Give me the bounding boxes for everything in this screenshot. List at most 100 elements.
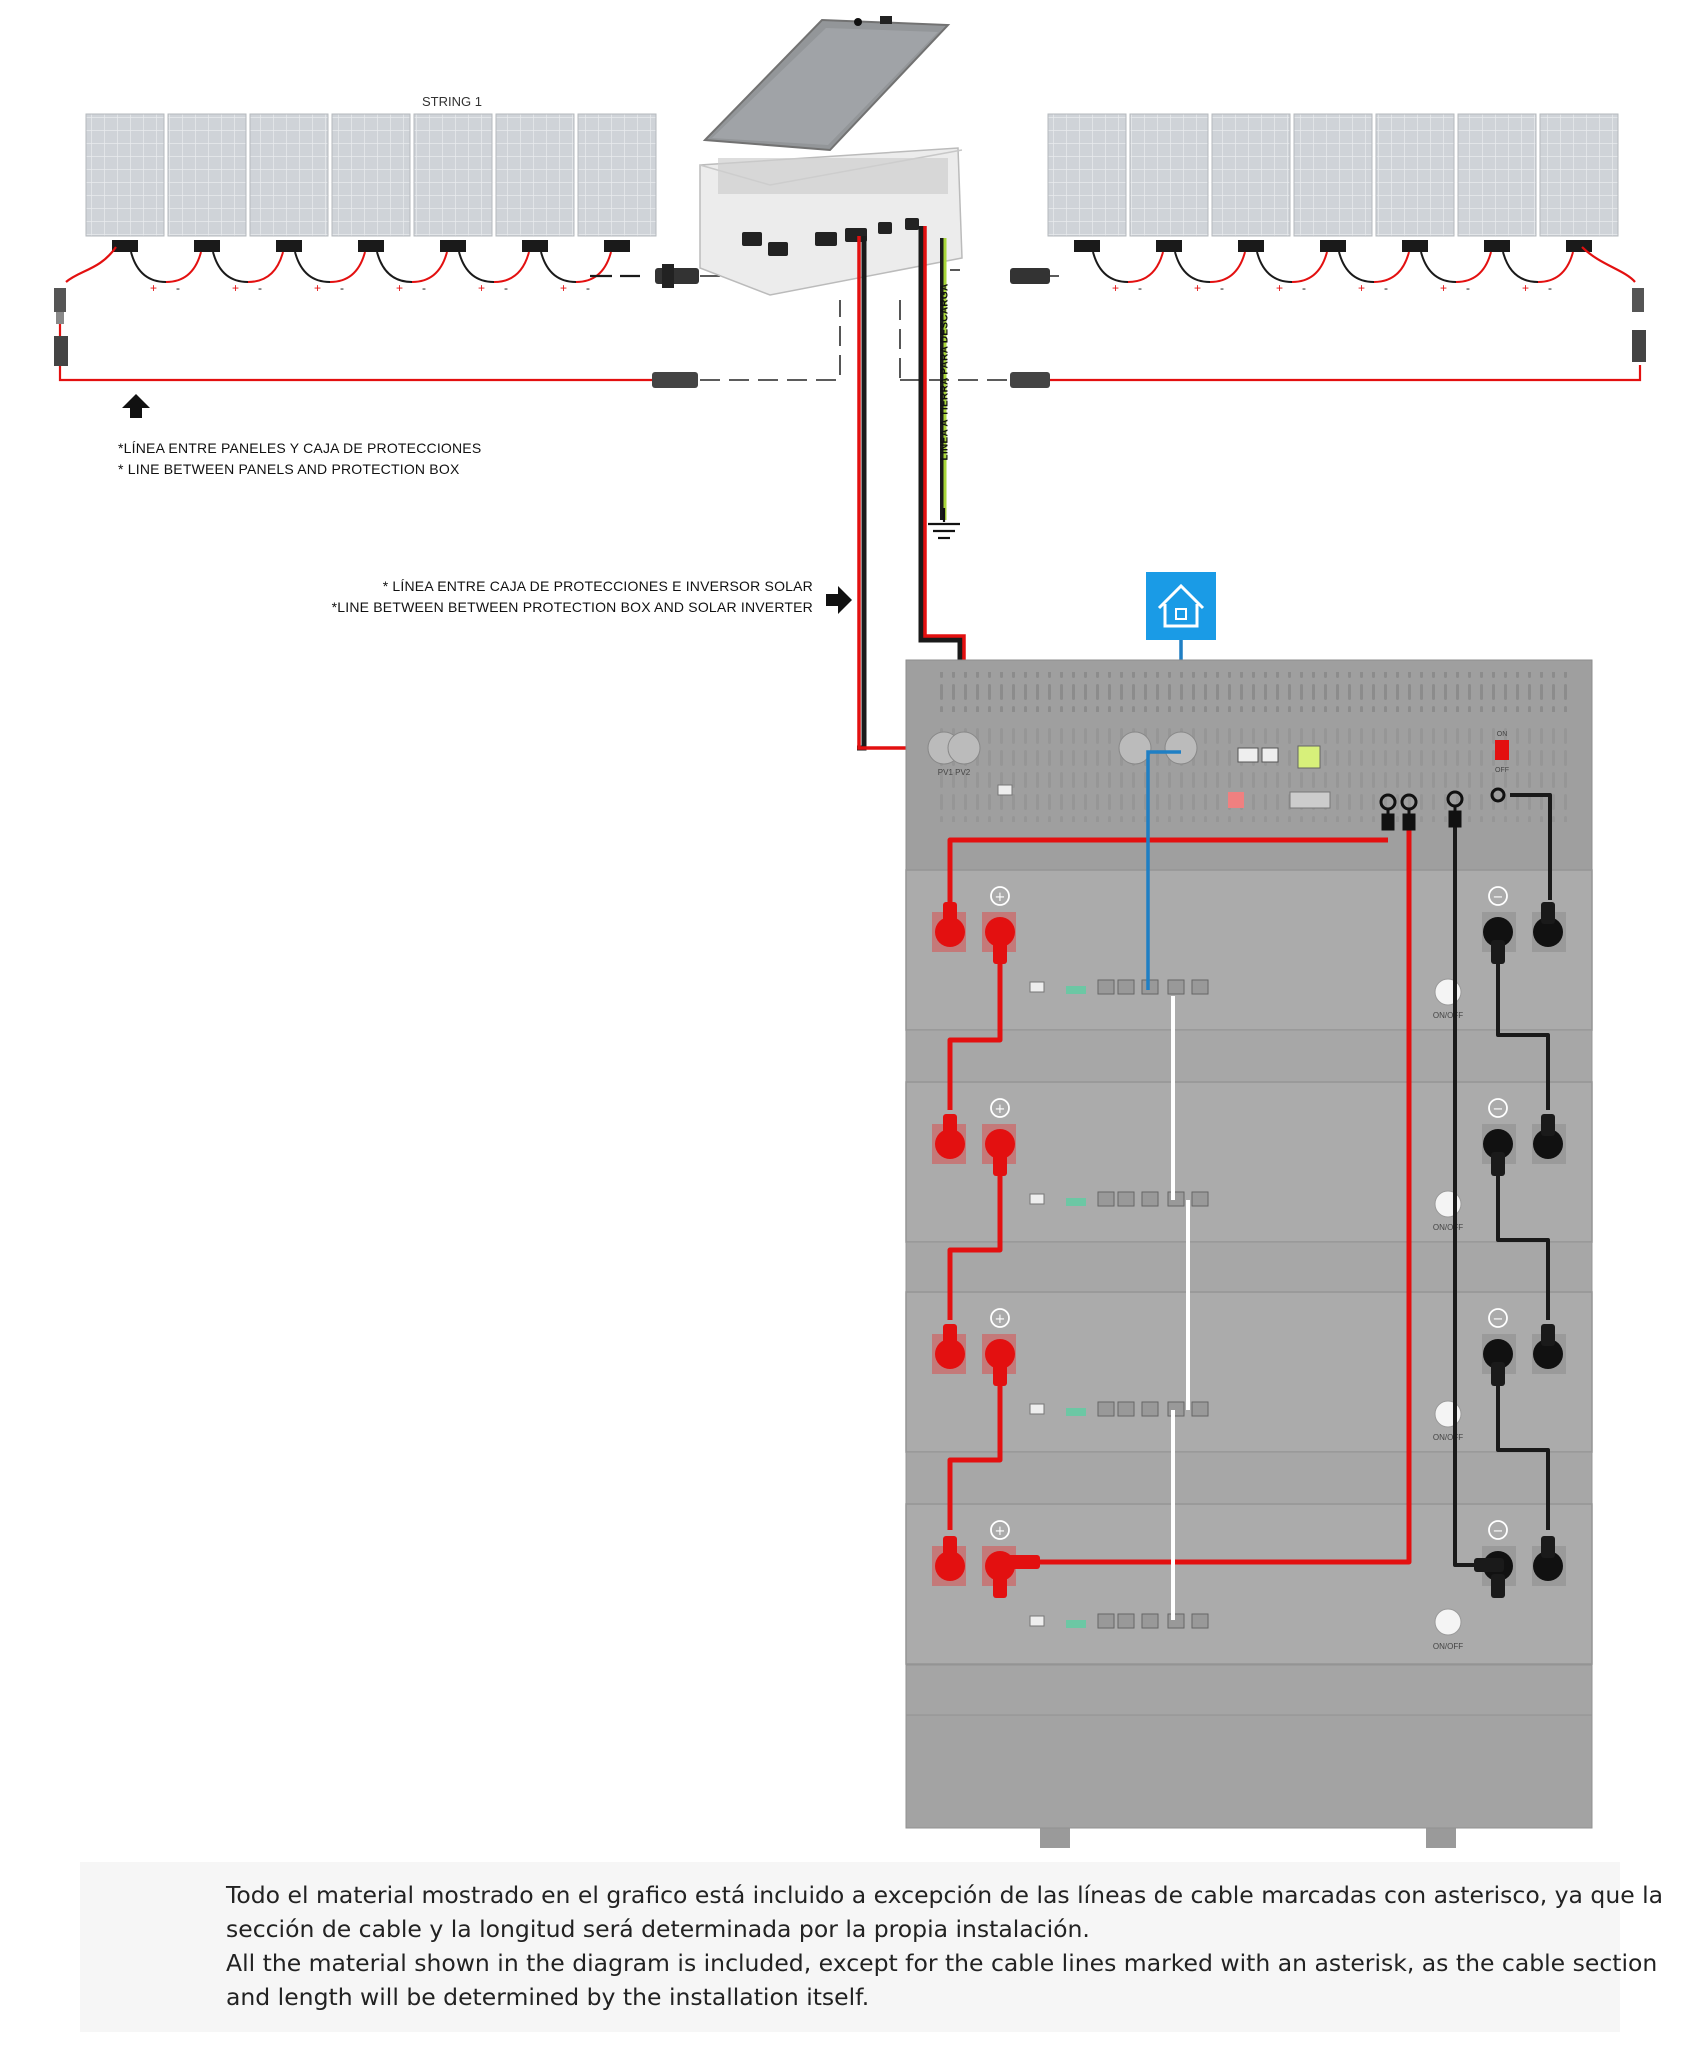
dc-switch: ON OFF xyxy=(1495,731,1509,774)
solar-panel xyxy=(577,113,657,237)
ground-line-label: LINEA A TIERRA PARA DESCARGA xyxy=(939,283,951,461)
onoff-label: ON/OFF xyxy=(1433,1642,1463,1651)
battery-module: ON/OFF+− xyxy=(905,1291,1593,1505)
negative-terminal xyxy=(1533,1551,1563,1581)
panel-link xyxy=(247,251,284,283)
onoff-label: ON/OFF xyxy=(1433,1433,1463,1442)
panel-link xyxy=(1092,251,1129,283)
comm-cable-stack xyxy=(1146,750,1190,1620)
string-label: STRING 1 xyxy=(422,94,482,109)
home-icon xyxy=(1146,572,1216,640)
solar-panel xyxy=(413,113,493,237)
junction-box xyxy=(522,240,548,252)
panel-link xyxy=(575,251,612,283)
polarity-minus: - xyxy=(340,281,344,295)
onoff-button xyxy=(1434,978,1462,1006)
junction-box xyxy=(1156,240,1182,252)
solar-panel xyxy=(1375,113,1455,237)
polarity-plus: + xyxy=(396,281,403,295)
solar-panel xyxy=(331,113,411,237)
polarity-minus: - xyxy=(422,281,426,295)
box-to-inverter-annotation: * LÍNEA ENTRE CAJA DE PROTECCIONES E INV… xyxy=(332,576,813,618)
battery-cabinet: PV1 PV2 ON OFF ON/OFF+−ON/OFF+−ON/OFF+−O… xyxy=(905,659,1593,1848)
ground-icon xyxy=(928,508,960,540)
positive-terminal xyxy=(985,1339,1015,1369)
negative-terminal xyxy=(1533,1339,1563,1369)
negative-lead xyxy=(1474,1558,1504,1572)
solar-panel xyxy=(1293,113,1373,237)
negative-terminal xyxy=(1483,1129,1513,1159)
polarity-minus: - xyxy=(176,281,180,295)
junction-box xyxy=(1074,240,1100,252)
panel-link xyxy=(411,251,448,283)
panel-link xyxy=(212,251,249,283)
junction-box xyxy=(440,240,466,252)
plus-symbol-text: + xyxy=(995,1102,1006,1117)
battery-module: ON/OFF+− xyxy=(905,1081,1593,1295)
junction-box xyxy=(604,240,630,252)
panel-link xyxy=(1373,251,1410,283)
polarity-minus: - xyxy=(586,281,590,295)
mc4-connector-rbox-bottom xyxy=(1010,372,1050,388)
panel-link xyxy=(1502,251,1539,283)
solar-panel xyxy=(495,113,575,237)
pv-label: PV1 PV2 xyxy=(938,768,971,777)
bus-lugs xyxy=(1379,787,1506,831)
battery-terminals xyxy=(932,902,1566,964)
junction-box xyxy=(1320,240,1346,252)
battery-terminals xyxy=(932,1324,1566,1386)
mc4-connector-right-top xyxy=(1632,288,1644,312)
junction-box xyxy=(1484,240,1510,252)
panel-link xyxy=(294,251,331,283)
solar-panel xyxy=(1211,113,1291,237)
minus-symbol-text: − xyxy=(1493,1312,1504,1327)
solar-panel xyxy=(1129,113,1209,237)
onoff-button xyxy=(1434,1190,1462,1218)
junction-box xyxy=(1566,240,1592,252)
positive-terminal xyxy=(985,1129,1015,1159)
panel-link xyxy=(540,251,577,283)
footnote-text: Todo el material mostrado en el grafico … xyxy=(226,1878,1663,2014)
minus-symbol-icon xyxy=(1488,886,1508,906)
footnote-line-4: and length will be determined by the ins… xyxy=(226,1983,870,2011)
onoff-button xyxy=(1434,1608,1462,1636)
onoff-label: ON/OFF xyxy=(1433,1011,1463,1020)
junction-box xyxy=(1238,240,1264,252)
minus-symbol-text: − xyxy=(1493,1102,1504,1117)
plus-symbol-icon xyxy=(990,886,1010,906)
polarity-plus: + xyxy=(478,281,485,295)
polarity-plus: + xyxy=(1358,281,1365,295)
polarity-plus: + xyxy=(1522,281,1529,295)
solar-panel xyxy=(1457,113,1537,237)
plus-symbol-icon xyxy=(990,1308,1010,1328)
solar-panel xyxy=(167,113,247,237)
polarity-minus: - xyxy=(1384,281,1388,295)
right-string-wiring xyxy=(899,246,1642,382)
panel-link xyxy=(165,251,202,283)
panels-to-box-annotation: *LÍNEA ENTRE PANELES Y CAJA DE PROTECCIO… xyxy=(118,438,481,480)
junction-box xyxy=(1402,240,1428,252)
mc4-connector-right-bottom xyxy=(1632,330,1646,362)
mc4-connector-left-bottom xyxy=(54,336,68,366)
pv-inputs: PV1 PV2 xyxy=(927,731,981,777)
polarity-plus: + xyxy=(232,281,239,295)
polarity-minus: - xyxy=(1548,281,1552,295)
plus-symbol-text: + xyxy=(995,1524,1006,1539)
box-to-inverter-es: * LÍNEA ENTRE CAJA DE PROTECCIONES E INV… xyxy=(382,578,813,594)
footnote-line-2: sección de cable y la longitud será dete… xyxy=(226,1915,1090,1943)
solar-panel xyxy=(1047,113,1127,237)
plus-symbol-icon xyxy=(990,1520,1010,1540)
ground-line xyxy=(928,238,960,540)
positive-terminal xyxy=(935,1339,965,1369)
minus-symbol-text: − xyxy=(1493,1524,1504,1539)
panel-link xyxy=(1537,251,1574,283)
panel-link xyxy=(1209,251,1246,283)
polarity-minus: - xyxy=(1220,281,1224,295)
onoff-button xyxy=(1434,1400,1462,1428)
panel-link xyxy=(1127,251,1164,283)
panel-link xyxy=(1291,251,1328,283)
minus-symbol-text: − xyxy=(1493,890,1504,905)
polarity-plus: + xyxy=(1112,281,1119,295)
